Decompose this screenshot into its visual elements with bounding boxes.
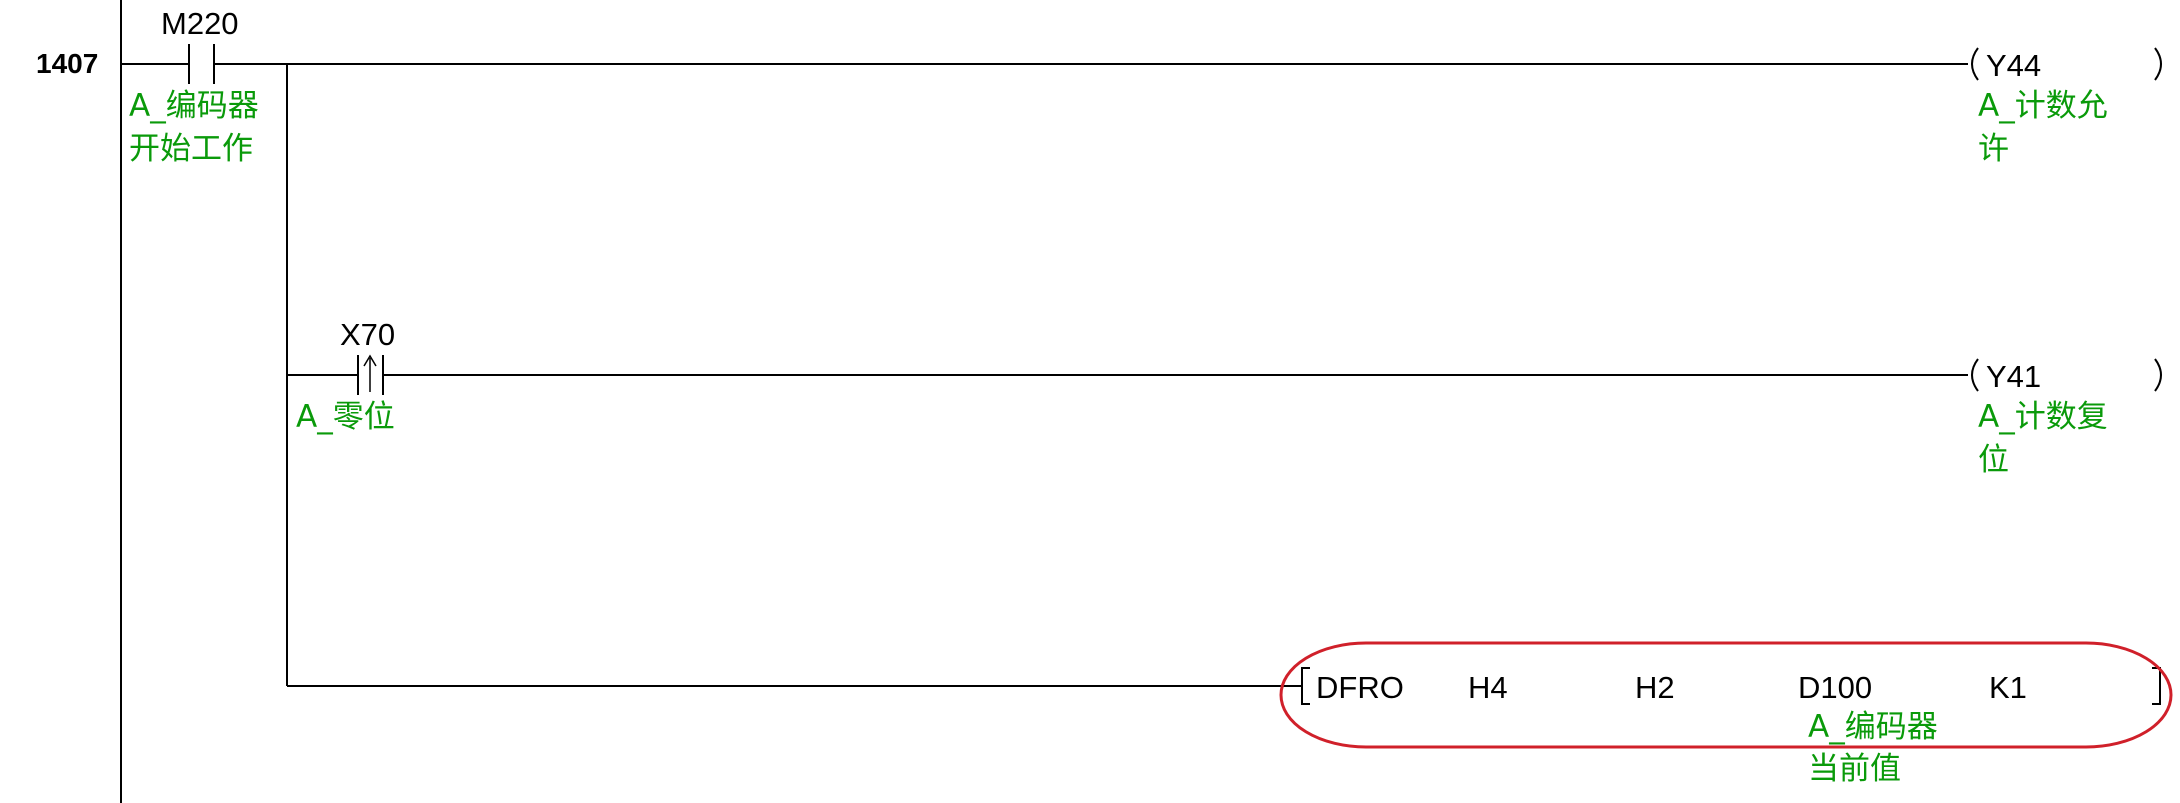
contact-x70-comment-line1: A_零位: [296, 399, 395, 435]
rung-step-number: 1407: [36, 48, 99, 79]
contact-x70-device[interactable]: X70: [340, 317, 396, 352]
coil-y41-device[interactable]: Y41: [1986, 359, 2042, 394]
coil-y41-comment-line1: A_计数复: [1978, 399, 2108, 435]
coil-y44-comment-line2: 许: [1978, 131, 2009, 167]
coil-y44-device[interactable]: Y44: [1986, 48, 2042, 83]
coil-y41-right-paren[interactable]: [2154, 358, 2162, 392]
contact-m220-symbol[interactable]: [188, 44, 215, 84]
contact-m220-comment-line2: 开始工作: [129, 131, 253, 167]
coil-y41-left-paren[interactable]: [1971, 358, 1979, 392]
contact-x70-symbol[interactable]: [357, 354, 384, 395]
instruction-mnemonic[interactable]: DFRO: [1316, 670, 1404, 705]
instruction-comment-line2: 当前值: [1808, 751, 1901, 787]
instruction-operand-h4[interactable]: H4: [1468, 670, 1508, 705]
instruction-operand-k1[interactable]: K1: [1989, 670, 2027, 705]
coil-y44-comment-line1: A_计数允: [1978, 88, 2108, 124]
instruction-highlight-ring: [1279, 641, 2173, 749]
instruction-right-bracket[interactable]: [2152, 667, 2161, 705]
instruction-operand-d100[interactable]: D100: [1798, 670, 1873, 705]
instruction-operand-h2[interactable]: H2: [1635, 670, 1675, 705]
instruction-comment-line1: A_编码器: [1808, 709, 1938, 745]
instruction-left-bracket[interactable]: [1301, 667, 1310, 705]
coil-y44-right-paren[interactable]: [2154, 47, 2162, 81]
coil-y44-left-paren[interactable]: [1971, 47, 1979, 81]
contact-m220-comment-line1: A_编码器: [129, 88, 259, 124]
coil-y41-comment-line2: 位: [1978, 442, 2009, 478]
contact-m220-device[interactable]: M220: [161, 6, 239, 41]
